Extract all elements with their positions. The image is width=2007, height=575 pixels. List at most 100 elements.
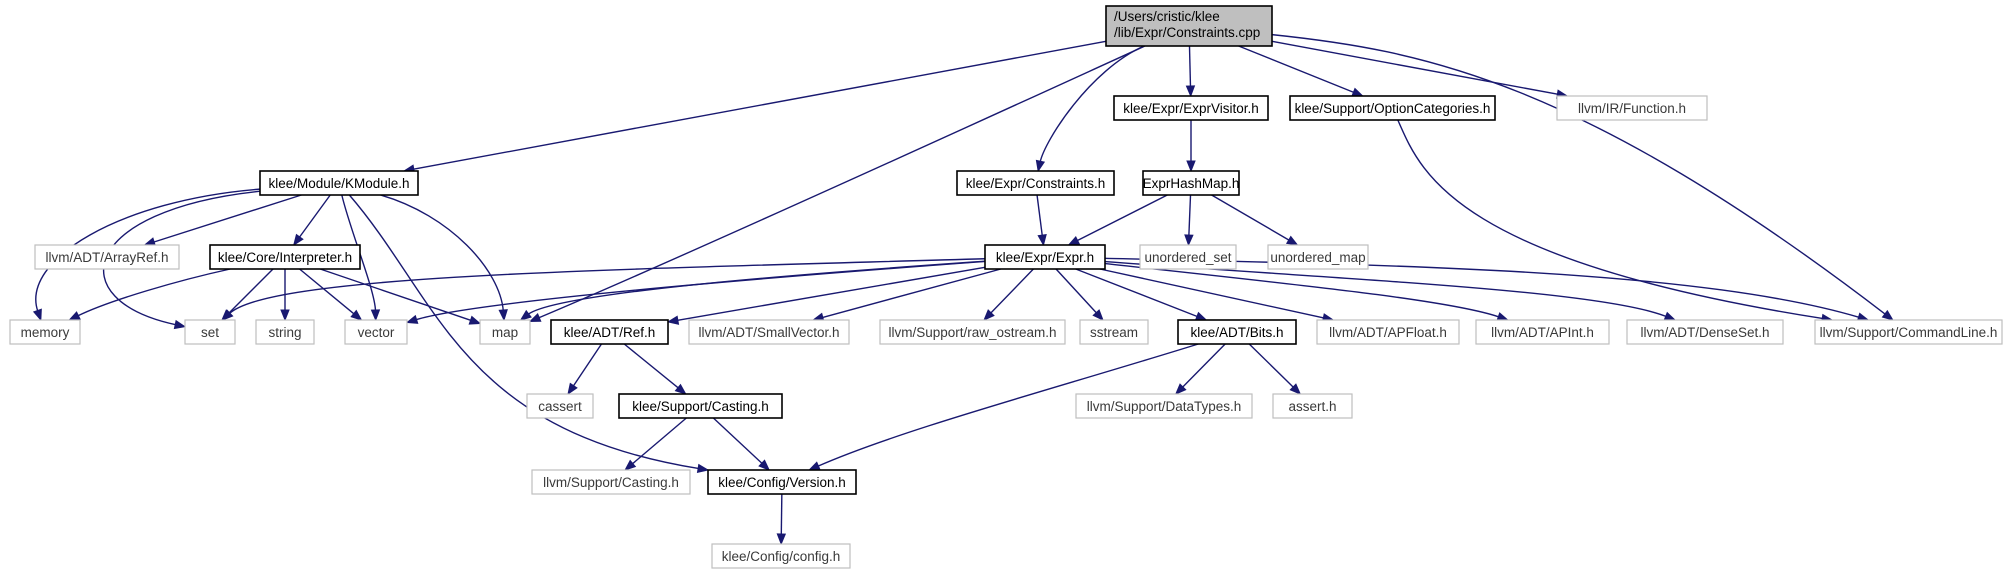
edge-arrowhead [1194, 311, 1208, 321]
edge-kmodule_h-to-interpreter_h [292, 194, 331, 247]
edge-line [1075, 268, 1199, 318]
node-label: unordered_map [1270, 250, 1365, 265]
edge-ref_h-to-support_casting_h [623, 343, 687, 395]
node-support-casting-h[interactable]: klee/Support/Casting.h [618, 393, 783, 419]
edge-constraints_cpp-to-kmodule_h [402, 40, 1107, 174]
edge-arrowhead [292, 233, 304, 247]
edge-arrowhead [1285, 235, 1299, 246]
node-optioncategories-h[interactable]: klee/Support/OptionCategories.h [1289, 95, 1496, 121]
node-sstream: sstream [1079, 319, 1149, 345]
edge-kmodule_h-to-arrayref_h [143, 194, 302, 247]
node-label: vector [358, 325, 395, 340]
node-label: cassert [538, 399, 582, 414]
node-interpreter-h[interactable]: klee/Core/Interpreter.h [209, 244, 361, 270]
node-box [879, 319, 1066, 345]
node-bits-h[interactable]: klee/ADT/Bits.h [1177, 319, 1297, 345]
edge-kmodule_h-to-vector [341, 194, 381, 322]
edge-line [341, 194, 377, 312]
node-label: /lib/Expr/Constraints.cpp [1114, 25, 1260, 40]
edge-arrowhead [1351, 87, 1364, 97]
node-label: sstream [1090, 325, 1138, 340]
edge-arrowhead [567, 382, 578, 396]
node-box [707, 469, 857, 495]
edge-line [35, 188, 261, 312]
node-label: llvm/ADT/SmallVector.h [698, 325, 839, 340]
edge-expr_h-to-smallvector_h [811, 268, 1002, 322]
edge-arrowhead [696, 463, 710, 474]
edge-line [1188, 194, 1192, 237]
edge-kmodule_h-to-map [380, 194, 508, 322]
edge-arrowhead [666, 315, 680, 325]
node-expr-h[interactable]: klee/Expr/Expr.h [984, 244, 1106, 270]
edge-arrowhead [1289, 383, 1302, 395]
edge-arrowhead [68, 311, 81, 321]
edge-arrowhead [1185, 85, 1196, 98]
node-box [1272, 393, 1353, 419]
edge-line [527, 260, 986, 316]
node-layer: /Users/cristic/klee/lib/Expr/Constraints… [9, 5, 2003, 569]
edge-exprvisitor_h-to-exprhashmap_h [1186, 120, 1196, 173]
node-exprhashmap-h[interactable]: ExprHashMap.h [1142, 170, 1240, 196]
edge-version_h-to-config_h [776, 493, 787, 546]
edge-exprhashmap_h-to-unordered_map [1211, 194, 1299, 246]
node-label: klee/ADT/Bits.h [1190, 325, 1283, 340]
node-box [1316, 319, 1460, 345]
edge-interpreter_h-to-vector [299, 268, 363, 321]
node-kmodule-h[interactable]: klee/Module/KModule.h [259, 170, 419, 196]
node-box [984, 244, 1106, 270]
node-expr-constraints-h[interactable]: klee/Expr/Constraints.h [956, 170, 1115, 196]
node-box [688, 319, 850, 345]
edge-line [299, 268, 355, 315]
node-raw-ostream-h: llvm/Support/raw_ostream.h [879, 319, 1066, 345]
edge-arrowhead [1067, 236, 1081, 246]
edge-arrowhead [1496, 312, 1510, 322]
node-box [550, 319, 669, 345]
node-ref-h[interactable]: klee/ADT/Ref.h [550, 319, 669, 345]
node-exprvisitor-h[interactable]: klee/Expr/ExprVisitor.h [1113, 95, 1269, 121]
edge-arrowhead [221, 309, 234, 321]
node-smallvector-h: llvm/ADT/SmallVector.h [688, 319, 850, 345]
edge-arrowhead [370, 309, 381, 322]
node-cassert: cassert [526, 393, 594, 419]
node-box [1113, 95, 1269, 121]
node-label: assert.h [1288, 399, 1336, 414]
node-box [209, 244, 361, 270]
edge-line [623, 343, 680, 389]
node-version-h[interactable]: klee/Config/Version.h [707, 469, 857, 495]
node-box [34, 244, 180, 270]
edge-exprhashmap_h-to-expr_h [1067, 194, 1168, 246]
node-apfloat-h: llvm/ADT/APFloat.h [1316, 319, 1460, 345]
edge-optioncategories_h-to-commandline_h [1397, 119, 1834, 324]
edge-expr_h-to-set [221, 258, 986, 321]
edge-arrowhead [776, 533, 787, 546]
edge-line [1188, 45, 1192, 88]
edge-interpreter_h-to-map [319, 268, 482, 325]
edge-line [1397, 119, 1824, 320]
node-unordered-set: unordered_set [1139, 244, 1237, 270]
node-apint-h: llvm/ADT/APInt.h [1475, 319, 1610, 345]
node-denseset-h: llvm/ADT/DenseSet.h [1626, 319, 1784, 345]
node-box [1626, 319, 1784, 345]
edge-expr_h-to-map [519, 260, 986, 321]
node-map: map [479, 319, 531, 345]
node-box [1142, 170, 1240, 196]
node-box [618, 393, 783, 419]
node-constraints-cpp[interactable]: /Users/cristic/klee/lib/Expr/Constraints… [1105, 5, 1273, 47]
edge-line [1036, 194, 1044, 237]
edge-line [227, 268, 274, 315]
node-label: llvm/Support/raw_ostream.h [888, 325, 1056, 340]
node-label: ExprHashMap.h [1143, 176, 1240, 191]
node-box [259, 170, 419, 196]
node-label: klee/Config/Version.h [718, 475, 846, 490]
edge-kmodule_h-to-memory [32, 188, 261, 322]
edge-line [1248, 343, 1295, 389]
node-config-h: klee/Config/config.h [711, 543, 851, 569]
node-assert-h: assert.h [1272, 393, 1353, 419]
node-box [9, 319, 81, 345]
edge-constraints_cpp-to-optioncategories_h [1238, 45, 1364, 97]
edge-constraints_cpp-to-expr_constraints_h [1035, 45, 1145, 173]
edge-layer [32, 33, 1894, 546]
node-memory: memory [9, 319, 81, 345]
edge-line [817, 343, 1199, 468]
node-label: klee/Module/KModule.h [268, 176, 409, 191]
